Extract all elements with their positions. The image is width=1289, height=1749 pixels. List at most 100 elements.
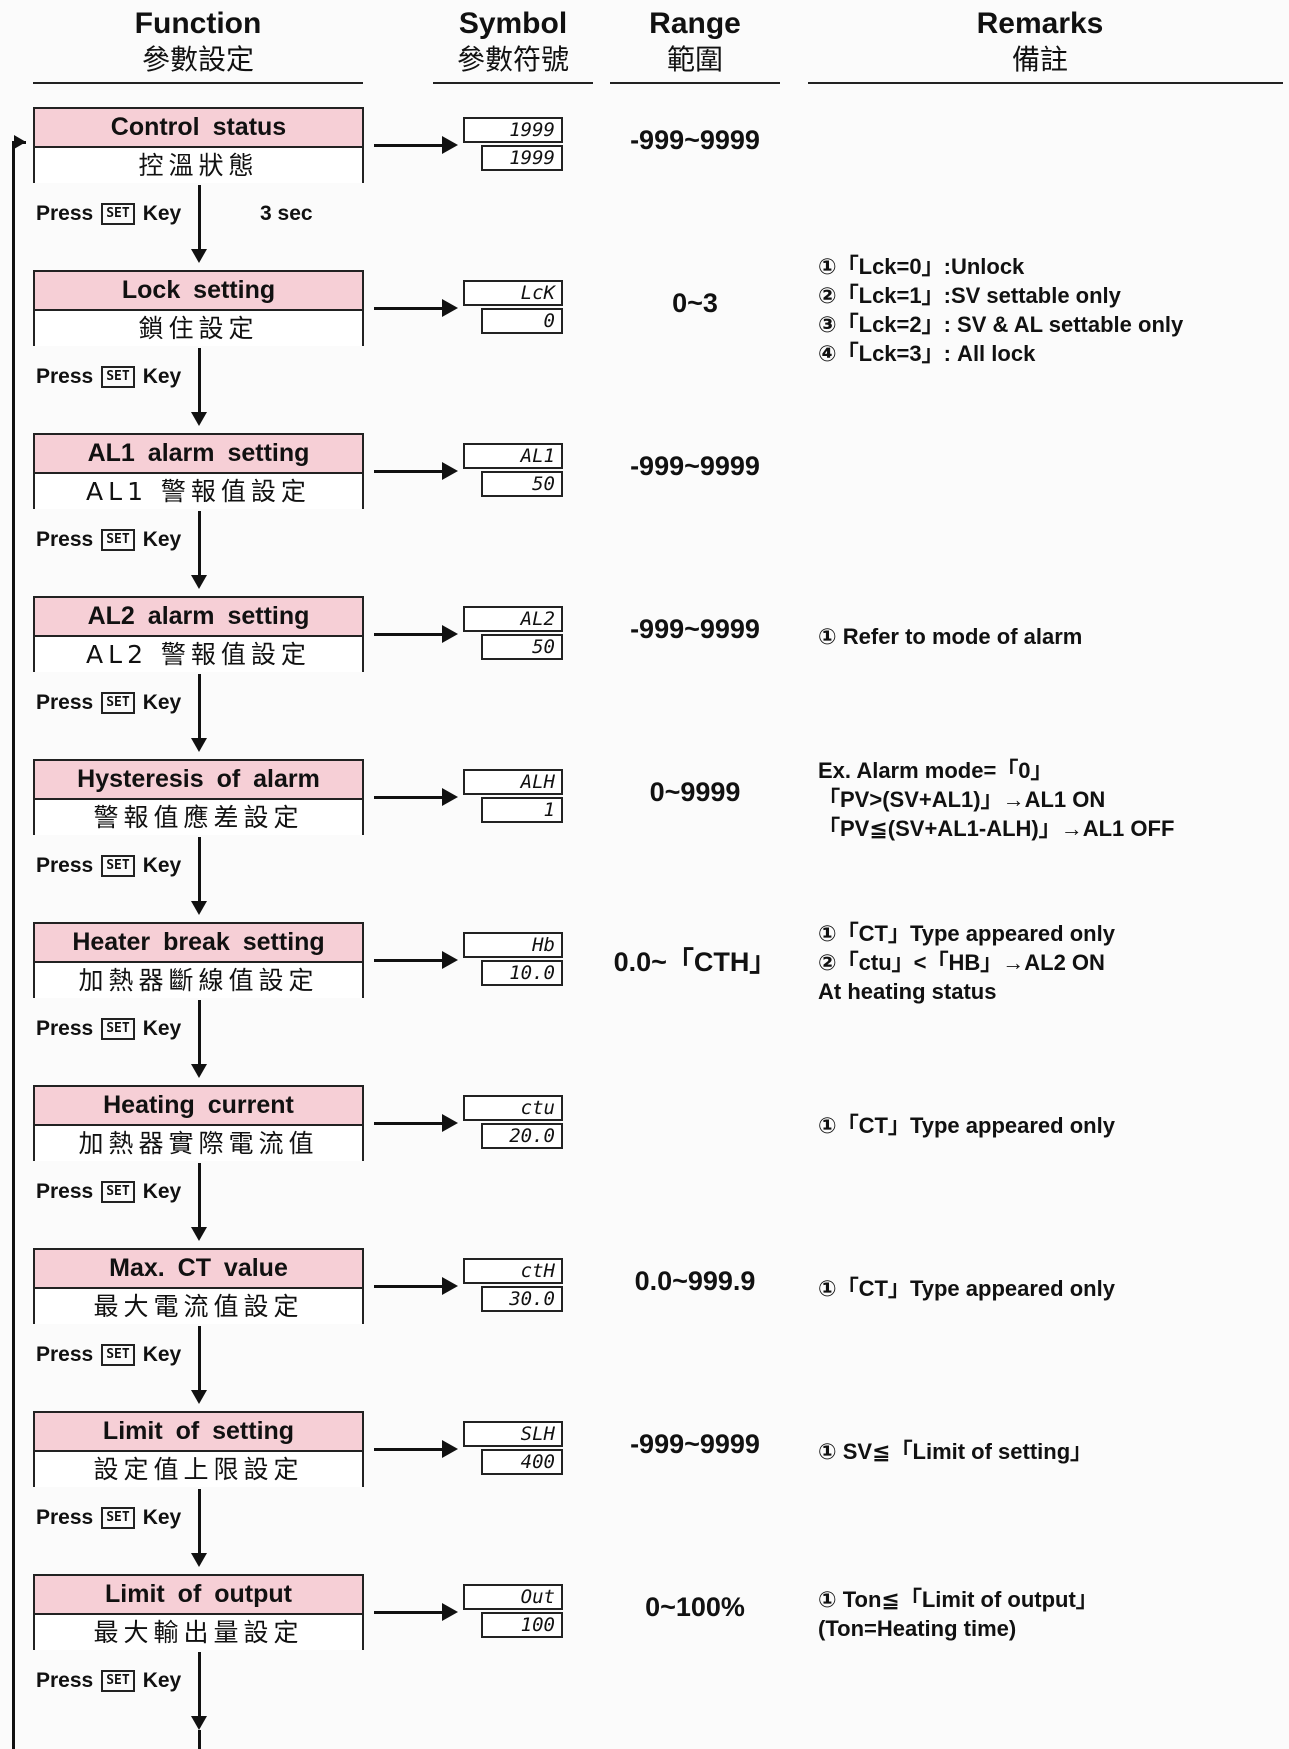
remark-line: ①「CT」Type appeared only xyxy=(818,1112,1115,1138)
symbol-display: ALH 1 xyxy=(463,769,563,827)
function-name-en: Heater break setting xyxy=(35,924,362,963)
press-set-key-instruction: Press SET Key xyxy=(36,691,181,715)
symbol-display: LcK 0 xyxy=(463,280,563,338)
parameter-row: Lock setting 鎖住設定 LcK 0 0~3 ①「Lck=0」:Unl… xyxy=(0,254,1289,433)
key-label: Key xyxy=(142,691,182,714)
set-key-icon: SET xyxy=(101,366,135,388)
arrow-down-icon xyxy=(191,185,207,263)
function-box: Hysteresis of alarm 警報值應差設定 xyxy=(33,759,364,835)
symbol-display: ctu 20.0 xyxy=(463,1095,563,1153)
set-key-icon: SET xyxy=(101,1344,135,1366)
function-name-en: Max. CT value xyxy=(35,1250,362,1289)
key-label: Key xyxy=(142,202,182,225)
arrow-right-icon xyxy=(374,625,458,643)
parameter-row: Limit of output 最大輸出量設定 Out 100 0~100% ①… xyxy=(0,1574,1289,1737)
press-set-key-instruction: Press SET Key xyxy=(36,1017,181,1041)
remarks-header-zh: 備註 xyxy=(1011,43,1068,76)
arrow-right-icon xyxy=(374,1440,458,1458)
symbol-display: AL1 50 xyxy=(463,443,563,501)
parameter-row: Limit of setting 設定值上限設定 SLH 400 -999~99… xyxy=(0,1411,1289,1574)
symbol-default-value: 400 xyxy=(481,1449,563,1475)
set-key-icon: SET xyxy=(101,855,135,877)
parameter-row: Heating current 加熱器實際電流值 ctu 20.0 ①「CT」T… xyxy=(0,1085,1289,1248)
arrow-down-icon xyxy=(191,1489,207,1567)
arrow-right-icon xyxy=(374,1114,458,1132)
set-key-icon: SET xyxy=(101,1181,135,1203)
function-name-en: Lock setting xyxy=(35,272,362,311)
arrow-down-icon xyxy=(191,1163,207,1241)
parameter-row: AL2 alarm setting AL2 警報值設定 AL2 50 -999~… xyxy=(0,596,1289,759)
function-box: Lock setting 鎖住設定 xyxy=(33,270,364,346)
remark-line: ①「CT」Type appeared only xyxy=(818,920,1115,946)
symbol-display: 1999 1999 xyxy=(463,117,563,175)
parameter-row: Control status 控溫狀態 1999 1999 -999~9999 … xyxy=(0,107,1289,270)
remarks: Ex. Alarm mode=「0」「PV>(SV+AL1)」→AL1 ON「P… xyxy=(818,757,1278,841)
symbol-default-value: 10.0 xyxy=(481,960,563,986)
function-name-zh: 控溫狀態 xyxy=(35,148,362,183)
symbol-display: ctH 30.0 xyxy=(463,1258,563,1316)
press-label: Press xyxy=(36,1669,94,1692)
function-box: Heating current 加熱器實際電流值 xyxy=(33,1085,364,1161)
symbol-header: Symbol 參數符號 xyxy=(433,6,593,78)
function-name-en: AL1 alarm setting xyxy=(35,435,362,474)
symbol-code: ctu xyxy=(463,1095,563,1121)
parameter-row: AL1 alarm setting AL1 警報值設定 AL1 50 -999~… xyxy=(0,433,1289,596)
function-header-en: Function xyxy=(134,7,262,40)
press-set-key-instruction: Press SET Key xyxy=(36,1669,181,1693)
parameter-row: Hysteresis of alarm 警報值應差設定 ALH 1 0~9999… xyxy=(0,757,1289,922)
return-flow-line xyxy=(12,141,15,1749)
press-set-key-instruction: Press SET Key xyxy=(36,528,181,552)
arrow-right-icon xyxy=(374,462,458,480)
symbol-code: 1999 xyxy=(463,117,563,143)
function-name-zh: AL2 警報值設定 xyxy=(35,637,362,672)
function-header: Function 參數設定 xyxy=(33,6,363,78)
remark-line: ①「CT」Type appeared only xyxy=(818,1275,1115,1301)
function-name-en: Control status xyxy=(35,109,362,148)
remarks: ①「CT」Type appeared only xyxy=(818,1248,1278,1328)
function-name-zh: 警報值應差設定 xyxy=(35,800,362,835)
symbol-code: Hb xyxy=(463,932,563,958)
function-name-zh: 最大輸出量設定 xyxy=(35,1615,362,1650)
key-label: Key xyxy=(142,528,182,551)
function-box: AL2 alarm setting AL2 警報值設定 xyxy=(33,596,364,672)
symbol-default-value: 100 xyxy=(481,1612,563,1638)
remark-line: ①「Lck=0」:Unlock xyxy=(818,254,1025,279)
remark-line: ① Refer to mode of alarm xyxy=(818,623,1083,649)
range-value: 0.0~「CTH」 xyxy=(613,947,777,977)
parameter-row: Max. CT value 最大電流值設定 ctH 30.0 0.0~999.9… xyxy=(0,1248,1289,1411)
return-arrow-icon xyxy=(14,135,26,149)
symbol-code: LcK xyxy=(463,280,563,306)
symbol-code: SLH xyxy=(463,1421,563,1447)
symbol-code: Out xyxy=(463,1584,563,1610)
press-label: Press xyxy=(36,1017,94,1040)
symbol-default-value: 30.0 xyxy=(481,1286,563,1312)
press-set-key-instruction: Press SET Key xyxy=(36,1180,181,1204)
press-set-key-instruction: Press SET Key xyxy=(36,1506,181,1530)
function-name-en: Limit of output xyxy=(35,1576,362,1615)
arrow-right-icon xyxy=(374,788,458,806)
symbol-header-en: Symbol xyxy=(458,7,568,40)
function-box: Heater break setting 加熱器斷線值設定 xyxy=(33,922,364,998)
symbol-default-value: 20.0 xyxy=(481,1123,563,1149)
continue-flow-line xyxy=(198,1730,201,1749)
remark-line: ① Ton≦「Limit of output」 xyxy=(818,1587,1098,1612)
arrow-down-icon xyxy=(191,1000,207,1078)
press-duration: 3 sec xyxy=(260,202,313,225)
symbol-code: AL1 xyxy=(463,443,563,469)
arrow-down-icon xyxy=(191,348,207,426)
set-key-icon: SET xyxy=(101,692,135,714)
symbol-code: ctH xyxy=(463,1258,563,1284)
range-value: -999~9999 xyxy=(630,1429,760,1459)
remark-line: ②「ctu」<「HB」→AL2 ON xyxy=(818,949,1105,975)
range-value: -999~9999 xyxy=(630,614,760,644)
arrow-down-icon xyxy=(191,511,207,589)
range-value: 0~3 xyxy=(672,288,718,318)
function-box: Max. CT value 最大電流值設定 xyxy=(33,1248,364,1324)
press-label: Press xyxy=(36,1180,94,1203)
set-key-icon: SET xyxy=(101,1507,135,1529)
remark-line: Ex. Alarm mode=「0」 xyxy=(818,757,1053,783)
remark-line: ① SV≦「Limit of setting」 xyxy=(818,1438,1093,1464)
function-name-zh: 最大電流值設定 xyxy=(35,1289,362,1324)
press-set-key-instruction: Press SET Key xyxy=(36,365,181,389)
key-label: Key xyxy=(142,1506,182,1529)
